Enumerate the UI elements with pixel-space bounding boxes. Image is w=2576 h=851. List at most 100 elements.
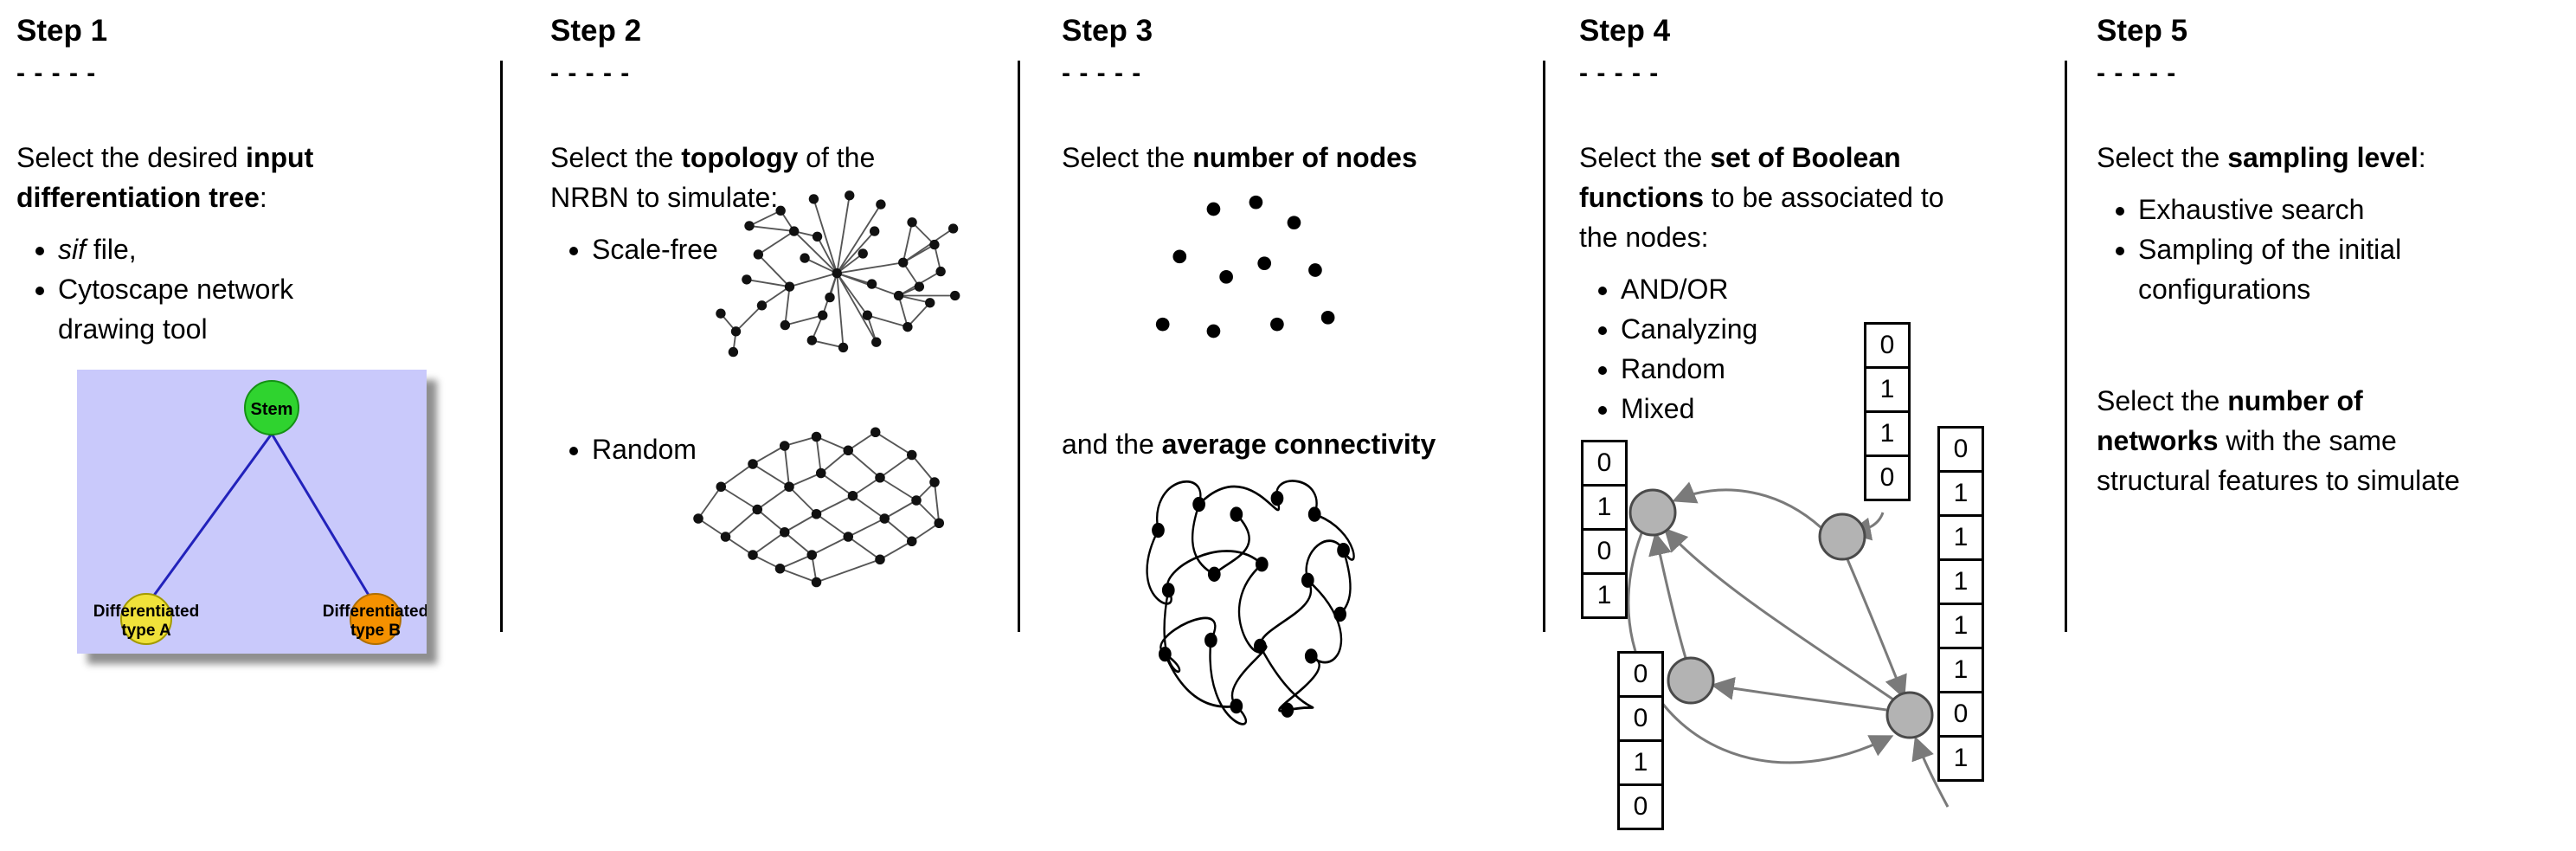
text-segment: file, <box>86 234 137 265</box>
bullet-item: Mixed <box>1621 389 1977 429</box>
text-segment-bold: average connectivity <box>1161 429 1436 460</box>
step-1-bullet-list: sif file, Cytoscape network drawing tool <box>16 229 332 349</box>
bullet-item: Sampling of the initial configurations <box>2138 229 2477 309</box>
column-divider <box>2065 61 2067 632</box>
table-cell: 0 <box>1937 691 1984 738</box>
text-segment: Select the <box>2097 385 2228 416</box>
bullet-item: Canalyzing <box>1621 309 1977 349</box>
text-segment: : <box>259 182 267 213</box>
text-segment: Sampling of the initial configurations <box>2138 234 2402 305</box>
random-network-svg <box>693 427 945 588</box>
text-segment-bold: topology <box>681 142 799 173</box>
text-segment: Cytoscape network drawing tool <box>58 274 294 345</box>
type-b-label-line2: type B <box>350 622 401 640</box>
table-cell: 1 <box>1937 647 1984 693</box>
step-2-title: Step 2 <box>550 14 642 48</box>
stem-node <box>244 380 299 435</box>
text-segment-bold: number of networks <box>2097 385 2363 456</box>
text-segment: Scale-free <box>592 234 718 265</box>
step-1-column: Step 1 - - - - - Select the desired inpu… <box>16 13 427 844</box>
table-cell: 1 <box>1937 603 1984 649</box>
step-3-description-2: and the average connectivity <box>1062 424 1436 464</box>
tree-edge-right <box>270 433 371 597</box>
step-3-title: Step 3 <box>1062 14 1153 48</box>
text-segment: AND/OR <box>1621 274 1729 305</box>
bullet-item: sif file, <box>58 229 332 269</box>
bullet-item: Exhaustive search <box>2138 190 2477 229</box>
step-5-description: Select the sampling level: <box>2097 138 2477 177</box>
step-2-dashes: - - - - - <box>550 59 631 87</box>
text-segment: Canalyzing <box>1621 313 1758 345</box>
step-1-description: Select the desired input differentiation… <box>16 138 332 217</box>
table-cell: 0 <box>1864 455 1911 501</box>
text-segment-bold: sampling level <box>2227 142 2419 173</box>
step-2-bullet-list-2: Random <box>550 429 697 469</box>
table-cell: 0 <box>1581 440 1628 487</box>
text-segment-bold: number of nodes <box>1192 142 1417 173</box>
boolean-table-left: 0 1 0 1 <box>1581 440 1628 619</box>
tree-edge-left <box>151 433 273 597</box>
text-segment: Mixed <box>1621 393 1695 424</box>
text-segment: Random <box>1621 353 1725 384</box>
step-5-dashes: - - - - - <box>2097 59 2177 87</box>
nodes-figure <box>1133 189 1371 392</box>
column-divider <box>1543 61 1545 632</box>
tree-svg: Stem Differentiated type A Differentiate… <box>77 370 427 654</box>
column-divider <box>500 61 503 632</box>
boolean-table-bottom: 0 0 1 0 <box>1617 651 1664 830</box>
step-4-description: Select the set of Boolean functions to b… <box>1579 138 1977 257</box>
table-cell: 0 <box>1617 695 1664 742</box>
bullet-item: Cytoscape network drawing tool <box>58 269 332 349</box>
step-4-column: Step 4 - - - - - Select the set of Boole… <box>1579 13 1984 844</box>
scale-free-network-svg <box>716 190 960 358</box>
type-a-label-line1: Differentiated <box>93 603 199 621</box>
step-4-dashes: - - - - - <box>1579 59 1660 87</box>
step-5-bullet-list: Exhaustive search Sampling of the initia… <box>2097 190 2477 309</box>
text-segment: Select the desired <box>16 142 247 173</box>
boolean-network-figure: 0 1 0 1 0 1 1 0 0 0 1 0 0 1 1 1 1 1 0 1 <box>1576 313 2008 851</box>
text-segment: to be associated to the nodes: <box>1579 182 1944 253</box>
step-5-title: Step 5 <box>2097 14 2188 48</box>
step-2-column: Step 2 - - - - - Select the topology of … <box>550 13 960 844</box>
step-4-title: Step 4 <box>1579 14 1671 48</box>
nodes-dots-svg <box>1155 195 1335 338</box>
bullet-item: Random <box>592 429 697 469</box>
boolean-network-svg <box>1627 481 1950 808</box>
scale-free-network-figure <box>696 179 964 385</box>
table-cell: 1 <box>1581 572 1628 619</box>
step-4-bullet-list: AND/OR Canalyzing Random Mixed <box>1579 269 1977 429</box>
differentiated-a-node <box>120 593 172 645</box>
connectivity-tangle-svg <box>1146 480 1355 725</box>
text-segment: Exhaustive search <box>2138 194 2365 225</box>
boolean-table-right: 0 1 1 1 1 1 0 1 <box>1937 426 1984 782</box>
text-segment: Select the <box>2097 142 2228 173</box>
boolean-table-top: 0 1 1 0 <box>1864 322 1911 501</box>
table-cell: 1 <box>1617 739 1664 786</box>
step-3-dashes: - - - - - <box>1062 59 1142 87</box>
table-cell: 0 <box>1937 426 1984 473</box>
table-cell: 0 <box>1864 322 1911 369</box>
differentiated-b-node <box>350 593 401 645</box>
table-cell: 1 <box>1937 558 1984 605</box>
text-segment: Select the <box>1579 142 1711 173</box>
text-segment-bold: input differentiation tree <box>16 142 314 213</box>
differentiation-tree-figure: Stem Differentiated type A Differentiate… <box>77 370 427 654</box>
random-network-figure <box>680 409 953 591</box>
text-segment: : <box>2418 142 2426 173</box>
text-segment: and the <box>1062 429 1162 460</box>
text-segment-bold: set of Boolean functions <box>1579 142 1901 213</box>
table-cell: 1 <box>1937 514 1984 561</box>
table-cell: 1 <box>1864 410 1911 457</box>
bullet-item: Scale-free <box>592 229 896 269</box>
step-3-description-1: Select the number of nodes <box>1062 138 1460 177</box>
bullet-item: AND/OR <box>1621 269 1977 309</box>
table-cell: 1 <box>1581 484 1628 531</box>
stem-label: Stem <box>251 400 293 419</box>
type-b-label-line1: Differentiated <box>323 603 427 621</box>
table-cell: 1 <box>1864 366 1911 413</box>
text-segment-italic: sif <box>58 234 86 265</box>
step-3-column: Step 3 - - - - - Select the number of no… <box>1062 13 1460 844</box>
text-segment: Random <box>592 434 697 465</box>
text-segment: with the same structural features to sim… <box>2097 425 2460 496</box>
